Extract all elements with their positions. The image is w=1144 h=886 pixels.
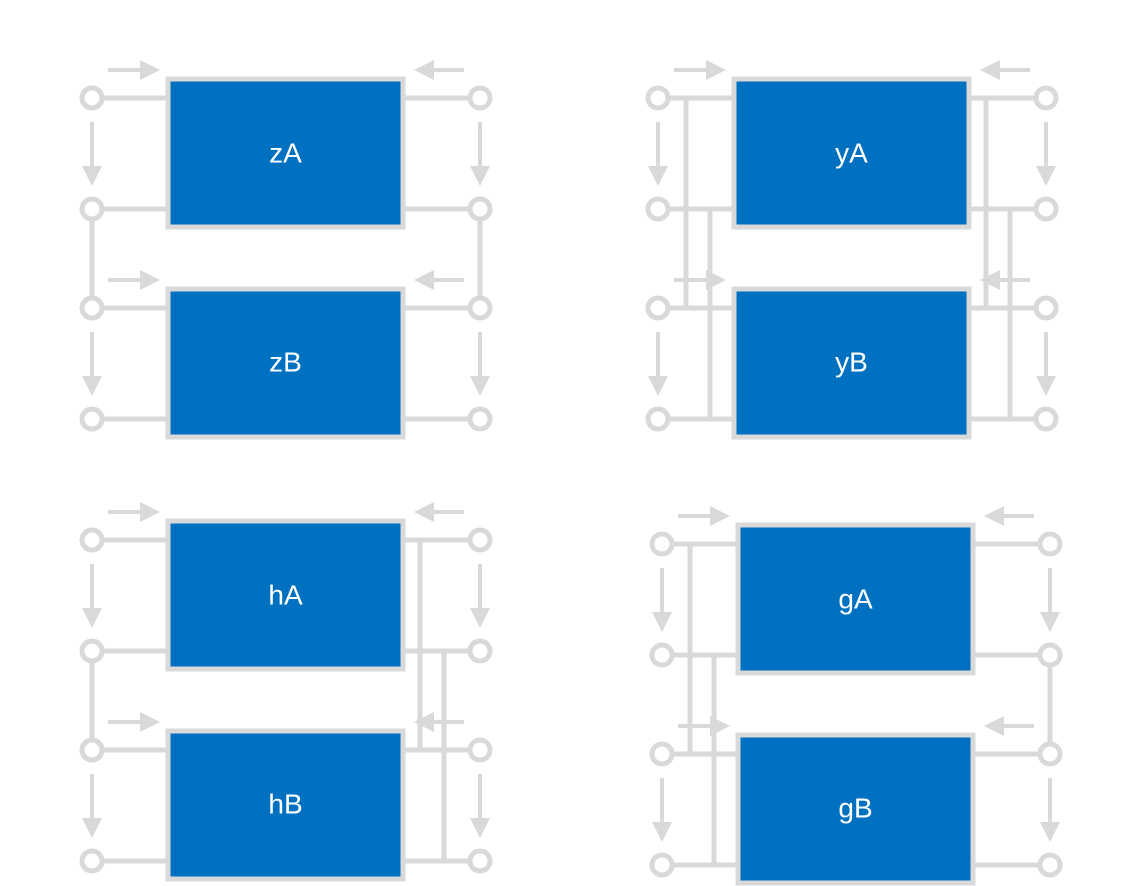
terminal-circle <box>645 406 671 432</box>
network-label-bottom: yB <box>835 346 868 377</box>
terminal-circle <box>79 406 105 432</box>
terminal-circle <box>1037 741 1063 767</box>
network-label-bottom: zB <box>269 346 302 377</box>
terminal-circle <box>649 531 675 557</box>
terminal-circle <box>79 737 105 763</box>
network-box-top <box>165 76 406 230</box>
terminal-circle <box>645 196 671 222</box>
diagram-series-series: zA zB <box>79 60 493 440</box>
network-box-bottom <box>735 732 976 886</box>
network-box-bottom <box>165 728 406 882</box>
network-label-bottom: gB <box>838 792 872 823</box>
terminal-circle <box>79 295 105 321</box>
diagram-parallel-series: gA gB <box>649 506 1063 886</box>
terminal-circle <box>79 527 105 553</box>
diagram-parallel-parallel: yA yB <box>645 60 1059 440</box>
terminal-circle <box>79 85 105 111</box>
terminal-circle <box>467 638 493 664</box>
terminal-circle <box>1033 85 1059 111</box>
diagram-series-parallel: hA hB <box>79 502 493 882</box>
terminal-circle <box>1033 295 1059 321</box>
terminal-circle <box>649 741 675 767</box>
network-box-top <box>731 76 972 230</box>
terminal-circle <box>467 295 493 321</box>
terminal-circle <box>649 642 675 668</box>
terminal-circle <box>645 85 671 111</box>
network-box-bottom <box>731 286 972 440</box>
terminal-circle <box>467 848 493 874</box>
terminal-circle <box>467 406 493 432</box>
terminal-circle <box>467 527 493 553</box>
terminal-circle <box>645 295 671 321</box>
network-box-bottom <box>165 286 406 440</box>
network-label-top: gA <box>838 583 873 614</box>
network-label-top: yA <box>835 137 868 168</box>
network-label-top: hA <box>268 579 303 610</box>
network-label-bottom: hB <box>268 788 302 819</box>
terminal-circle <box>1033 406 1059 432</box>
terminal-circle <box>1033 196 1059 222</box>
network-box-top <box>735 522 976 676</box>
terminal-circle <box>467 85 493 111</box>
terminal-circle <box>1037 531 1063 557</box>
terminal-circle <box>467 737 493 763</box>
terminal-circle <box>79 638 105 664</box>
network-label-top: zA <box>269 137 302 168</box>
terminal-circle <box>1037 642 1063 668</box>
terminal-circle <box>79 848 105 874</box>
terminal-circle <box>467 196 493 222</box>
terminal-circle <box>649 852 675 878</box>
terminal-circle <box>79 196 105 222</box>
network-box-top <box>165 518 406 672</box>
terminal-circle <box>1037 852 1063 878</box>
